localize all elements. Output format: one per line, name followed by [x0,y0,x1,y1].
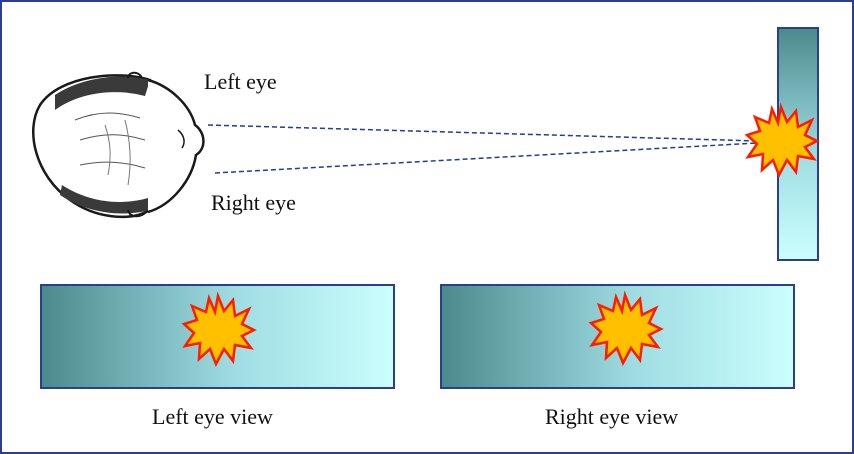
left-eye-sightline [207,124,758,142]
right-eye-sightline [214,142,758,174]
left-eye-label: Left eye [204,69,277,94]
right-eye-view-caption: Right eye view [545,404,678,429]
right-eye-label: Right eye [211,190,296,215]
head-top-view-icon [32,71,205,219]
left-eye-view-caption: Left eye view [152,404,273,429]
